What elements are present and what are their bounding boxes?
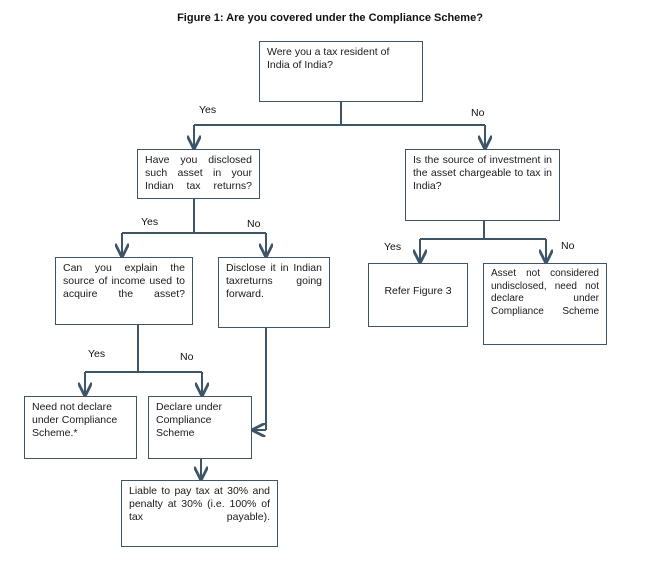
node-q-disclosed-text: Have you disclosed such asset in your In… [145,154,252,192]
edge-label-disclosed-yes: Yes [141,216,159,228]
node-a-need-not-declare-text: Need not declare under Compliance Scheme… [32,401,118,439]
node-q-explain-source-text: Can you explain the source of income use… [63,262,185,300]
node-a-need-not-declare: Need not declare under Compliance Scheme… [24,396,137,459]
node-a-declare-text: Declare under Compliance Scheme [156,401,222,439]
edge-label-chargeable-no: No [561,240,575,252]
edge-label-resident-yes: Yes [199,104,217,116]
figure-title: Figure 1: Are you covered under the Comp… [177,12,483,24]
node-a-refer-figure3-text: Refer Figure 3 [384,285,452,297]
node-a-not-undisclosed-text: Asset not considered undisclosed, need n… [491,268,599,317]
edge-label-explain-no: No [180,351,194,363]
node-a-liable-text: Liable to pay tax at 30% and penalty at … [129,485,270,523]
node-q-explain-source: Can you explain the source of income use… [55,257,193,325]
node-q-resident-text: Were you a tax resident of India of Indi… [267,46,390,71]
node-q-disclosed: Have you disclosed such asset in your In… [137,149,260,199]
node-a-declare: Declare under Compliance Scheme [148,396,252,459]
edge-label-disclosed-no: No [247,218,261,230]
edge-label-chargeable-yes: Yes [384,241,402,253]
node-a-disclose-forward: Disclose it in Indian taxreturns going f… [218,257,330,328]
node-a-liable: Liable to pay tax at 30% and penalty at … [121,480,278,547]
node-q-source-chargeable-text: Is the source of investment in the asset… [413,154,552,192]
node-a-refer-figure3: Refer Figure 3 [368,263,468,327]
node-q-source-chargeable: Is the source of investment in the asset… [405,149,560,221]
node-q-resident: Were you a tax resident of India of Indi… [259,41,423,102]
node-a-disclose-forward-text: Disclose it in Indian taxreturns going f… [226,262,322,300]
edge-label-explain-yes: Yes [88,348,106,360]
edge-label-resident-no: No [471,107,485,119]
node-a-not-undisclosed: Asset not considered undisclosed, need n… [483,263,607,345]
